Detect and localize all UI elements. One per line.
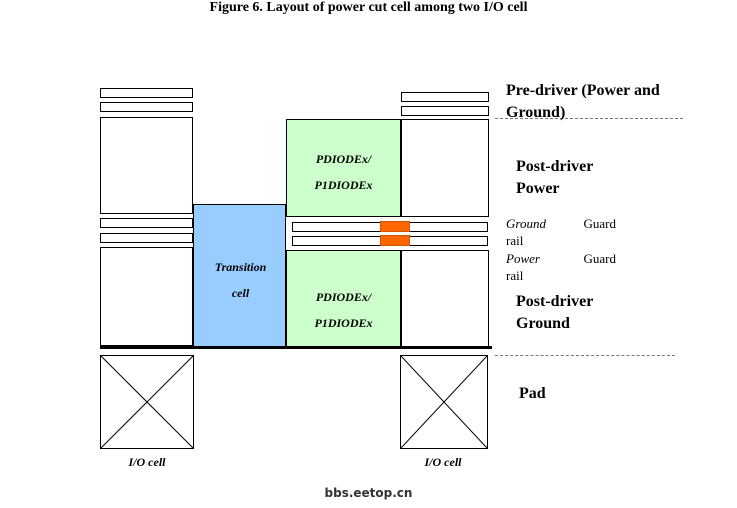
pad-label: Pad	[519, 385, 546, 402]
transition-cell: Transition cell	[193, 204, 286, 347]
separator-line	[495, 355, 675, 356]
baseline	[100, 346, 492, 349]
pdiode-label: PDIODEx/	[315, 152, 372, 166]
power-guard-rail-label-text: Guard	[583, 251, 617, 266]
pre-driver-rail	[100, 102, 193, 112]
pre-driver-label: Pre-driver (Power and Ground)	[506, 80, 706, 124]
ground-guard-rail-label-text: Ground	[506, 216, 546, 231]
power-guard-rail-label-text: Power	[506, 251, 540, 266]
pad-box	[100, 355, 194, 449]
pre-driver-label-text: Ground)	[506, 104, 566, 121]
ground-guard-rail-label-text: rail	[506, 233, 524, 248]
pre-driver-rail	[401, 92, 489, 102]
pdiode-label: P1DIODEx	[314, 178, 373, 192]
watermark: bbs.eetop.cn	[324, 486, 413, 500]
guard-rail-cut-marker	[380, 221, 410, 232]
pre-driver-rail	[100, 88, 193, 98]
transition-cell-label: Transition	[214, 260, 267, 274]
guard-rail-cut-marker	[380, 235, 410, 246]
io-cell-label-left: I/O cell	[128, 455, 166, 469]
transition-cell-label: cell	[231, 286, 250, 300]
pad-box	[400, 355, 488, 449]
figure-title: Figure 6. Layout of power cut cell among…	[209, 0, 528, 15]
post-driver-power-block	[100, 117, 193, 214]
io-cell-label-right: I/O cell	[424, 455, 462, 469]
pdiode-label: P1DIODEx	[314, 316, 373, 330]
post-driver-ground-block	[401, 250, 489, 347]
post-driver-ground-label-text: Ground	[516, 315, 570, 332]
ground-guard-rail-label-text: Guard	[583, 216, 617, 231]
post-driver-power-label-text: Power	[516, 180, 560, 197]
ground-guard-rail-label: Ground Guard rail	[506, 215, 616, 249]
pdiode-cell-top: PDIODEx/ P1DIODEx	[286, 119, 401, 217]
post-driver-ground-label-text: Post-driver	[516, 293, 594, 310]
power-guard-rail-label-text: rail	[506, 268, 524, 283]
post-driver-power-label: Post-driver Power	[516, 156, 593, 200]
pdiode-cell-bottom: PDIODEx/ P1DIODEx	[286, 250, 401, 347]
pre-driver-rail	[401, 106, 489, 116]
pdiode-label: PDIODEx/	[315, 290, 372, 304]
post-driver-ground-block	[100, 247, 193, 346]
pad-cross-icon	[401, 356, 487, 448]
separator-line	[495, 118, 683, 119]
power-guard-rail	[100, 233, 193, 243]
power-guard-rail-label: Power Guard rail	[506, 250, 616, 284]
post-driver-power-block	[401, 119, 489, 217]
pad-cross-icon	[101, 356, 193, 448]
ground-guard-rail	[100, 218, 193, 228]
post-driver-power-label-text: Post-driver	[516, 158, 594, 175]
pre-driver-label-text: Pre-driver (Power and	[506, 82, 660, 99]
post-driver-ground-label: Post-driver Ground	[516, 291, 593, 335]
